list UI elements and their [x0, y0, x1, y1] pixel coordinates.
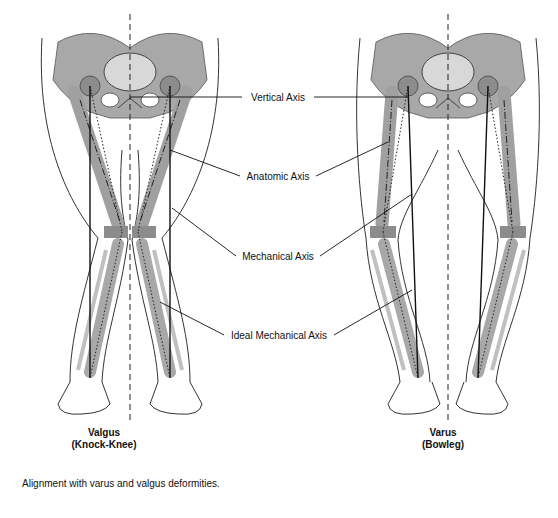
- axis-label: Vertical Axis: [249, 91, 307, 104]
- figure-subtitle: (Knock-Knee): [69, 438, 138, 451]
- figure-subtitle: (Bowleg): [420, 438, 466, 451]
- figure-title: Varus: [427, 426, 458, 439]
- axis-label: Mechanical Axis: [240, 250, 316, 263]
- axis-label: Anatomic Axis: [245, 170, 312, 183]
- valgus-figure: [41, 14, 218, 420]
- axis-label: Ideal Mechanical Axis: [229, 329, 329, 342]
- varus-figure: [357, 14, 540, 420]
- figure-caption: Alignment with varus and valgus deformit…: [22, 478, 220, 489]
- leader-lines: [130, 97, 412, 335]
- figure-title: Valgus: [86, 426, 122, 439]
